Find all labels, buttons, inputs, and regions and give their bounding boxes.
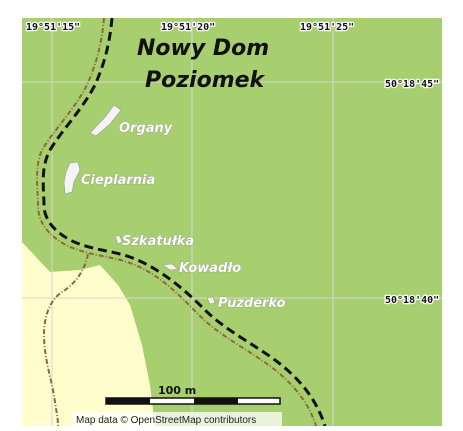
poi-label-szkatulka[interactable]: Szkatułka — [122, 234, 195, 250]
side-trail — [42, 253, 89, 427]
hiking-trail — [36, 17, 317, 427]
attribution-box — [72, 412, 282, 426]
longitude-label: 19°51'20" — [161, 22, 215, 33]
latitude-label: 50°18'40" — [385, 295, 439, 306]
longitude-label: 19°51'15" — [26, 22, 80, 33]
coordinate-grid — [22, 18, 442, 426]
rock-cieplarnia — [63, 161, 81, 195]
rock-kowadlo — [162, 263, 179, 271]
attribution-text[interactable]: Map data © OpenStreetMap contributors — [76, 415, 256, 426]
poi-label-kowadlo[interactable]: Kowadło — [179, 261, 242, 277]
latitude-label: 50°18'45" — [385, 79, 439, 90]
scale-bar-label: 100 m — [158, 384, 196, 397]
longitude-label: 19°51'25" — [300, 22, 354, 33]
boundary-line — [41, 17, 327, 427]
meadow-area — [22, 242, 155, 426]
poi-label-cieplarnia[interactable]: Cieplarnia — [81, 173, 156, 189]
place-name-line1: Nowy Dom — [137, 36, 269, 61]
place-name-line2: Poziomek — [145, 68, 266, 93]
rock-szkatulka — [114, 235, 123, 245]
rock-organy — [89, 104, 122, 137]
rock-puzderko — [206, 296, 216, 305]
poi-label-puzderko[interactable]: Puzderko — [218, 296, 286, 312]
scale-bar: 100 m — [105, 384, 281, 405]
poi-label-organy[interactable]: Organy — [119, 121, 173, 137]
